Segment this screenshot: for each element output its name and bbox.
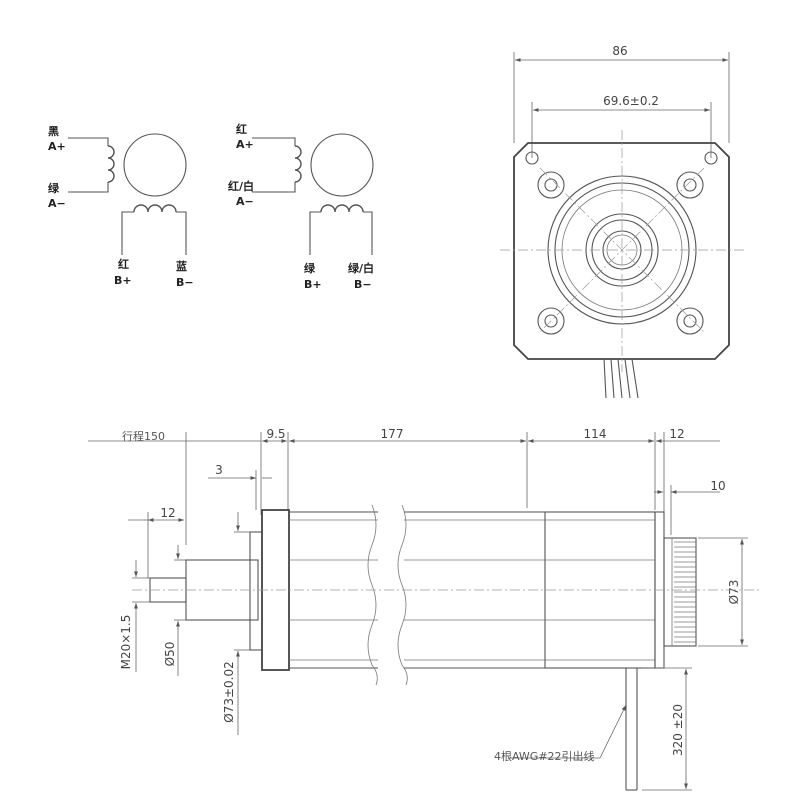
dia-73-pilot-label: Ø73±0.02 <box>222 661 236 723</box>
coil-b-right <box>320 204 364 213</box>
rotor-symbol-right <box>310 133 374 197</box>
bolt-boss <box>537 307 565 335</box>
dim-114-label: 114 <box>584 427 607 441</box>
label-b-minus-color-right: 绿/白 <box>348 261 374 275</box>
label-a-plus-left: A+ <box>48 140 66 153</box>
front-view: 86 69.6±0.2 <box>500 44 744 399</box>
label-b-minus-left: B− <box>176 276 194 289</box>
coil-b-left <box>133 204 177 213</box>
break-line <box>367 504 378 686</box>
dim-dia-73-right-label: Ø73 <box>727 580 741 605</box>
motor-body <box>289 504 545 686</box>
lead-note-leader <box>599 704 627 759</box>
dim-10-label: 10 <box>710 479 725 493</box>
bolt-boss <box>537 171 565 199</box>
dim-12-right-label: 12 <box>669 427 684 441</box>
coil-a-right <box>294 145 302 183</box>
front-flange <box>513 142 730 360</box>
label-a-plus-color-left: 黑 <box>48 125 59 138</box>
dim-3-label: 3 <box>215 463 223 477</box>
mounting-hole <box>704 151 718 165</box>
dim-12-left-label: 12 <box>160 506 175 520</box>
lead-length-label: 320 ±20 <box>671 704 685 756</box>
dim-177-label: 177 <box>381 427 404 441</box>
dia-50-label: Ø50 <box>163 642 177 667</box>
label-b-minus-color-left: 蓝 <box>176 259 187 273</box>
side-view: 行程150 9.5 177 114 12 10 3 12 <box>88 427 760 791</box>
stroke-label: 行程150 <box>122 430 165 443</box>
mounting-hole <box>525 151 539 165</box>
coil-a-left <box>107 145 115 183</box>
lead-wires-front <box>603 358 639 399</box>
label-a-plus-right: A+ <box>236 138 254 151</box>
label-a-minus-right: A− <box>236 195 254 208</box>
lead-wire-bundle <box>625 668 638 791</box>
dim-69-6-label: 69.6±0.2 <box>603 94 659 108</box>
wiring-diagram-right: 红 A+ 红/白 A− 绿 B+ 绿/白 B− <box>228 122 374 291</box>
thread-label: M20×1.5 <box>119 615 133 670</box>
wiring-diagram-left: 黑 A+ 绿 A− 红 B+ 蓝 B− <box>48 125 194 289</box>
break-line <box>397 504 408 686</box>
label-b-plus-left: B+ <box>114 274 132 287</box>
label-b-plus-color-right: 绿 <box>304 261 316 275</box>
label-b-minus-right: B− <box>354 278 372 291</box>
dim-86-label: 86 <box>612 44 627 58</box>
label-a-minus-color-right: 红/白 <box>228 179 254 193</box>
label-a-plus-color-right: 红 <box>236 122 247 136</box>
bolt-boss <box>676 307 704 335</box>
bolt-boss <box>676 171 704 199</box>
rotor-symbol-left <box>123 133 187 197</box>
pilot <box>249 531 263 651</box>
dim-9-5-label: 9.5 <box>266 427 285 441</box>
label-b-plus-right: B+ <box>304 278 322 291</box>
label-a-minus-color-left: 绿 <box>48 181 60 195</box>
label-a-minus-left: A− <box>48 197 66 210</box>
label-b-plus-color-left: 红 <box>118 257 129 271</box>
lead-note: 4根AWG#22引出线 <box>494 749 595 763</box>
